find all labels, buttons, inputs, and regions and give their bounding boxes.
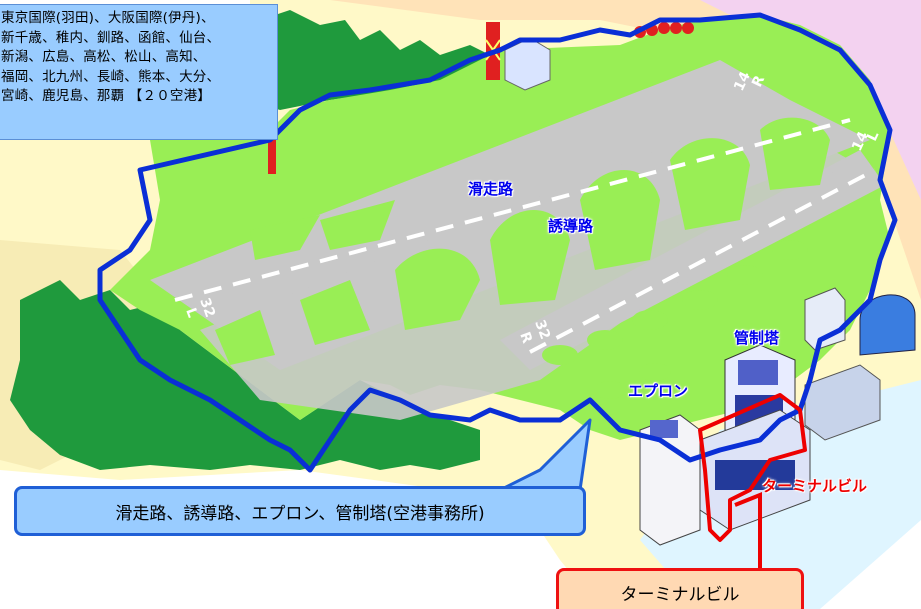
grass-island [580,170,660,270]
airfield-facilities-callout: 滑走路、誘導路、エプロン、管制塔(空港事務所) [14,486,586,536]
grass-island [300,280,370,345]
airfield-facilities-callout-text: 滑走路、誘導路、エプロン、管制塔(空港事務所) [115,503,485,524]
building-right [804,364,881,441]
forest-top [250,10,500,110]
apron-label: エプロン [628,382,689,400]
grass-island [395,248,480,330]
airfield-boundary [97,12,898,473]
grass-island [215,310,275,365]
terminal-boundary [698,393,807,542]
airport-list-line: 新潟、広島、高松、松山、高知、 [1,49,207,65]
grass-island [320,200,395,250]
grass-island [490,210,570,305]
rw32-left-number: 32 [196,296,218,320]
airport-list-line: 福岡、北九州、長崎、熊本、大分、 [1,68,221,85]
taxiway-label: 誘導路 [548,217,594,235]
holding-pad [727,265,763,285]
holding-pad [632,310,668,330]
airport-list-line: 新千歳、稚内、釧路、函館、仙台、 [1,29,221,46]
grass-island [760,117,830,190]
control-tower-label: 管制塔 [734,329,780,347]
airport-list-box: 東京国際(羽田)、大阪国際(伊丹)、 新千歳、稚内、釧路、函館、仙台、 新潟、広… [0,4,278,140]
building-small [804,287,846,351]
terminal-building-label: ターミナルビル [762,477,868,495]
terminal-roof [650,420,678,438]
terrain-pink [700,0,921,200]
forest-bottom [10,280,480,470]
airport-list-line: 宮崎、鹿児島、那覇 【２０空港】 [1,88,211,104]
terminal-callout-text: ターミナルビル [620,585,740,605]
rw14-right-number: 14 [849,129,872,154]
holding-pad [772,240,808,260]
rw32-right-number: 32 [531,318,553,342]
holding-pad [639,363,671,381]
terminal-left [639,414,701,546]
grass-island [250,215,320,260]
holding-pad [542,345,578,365]
runway-centerline [529,168,876,354]
holding-pad [587,330,623,350]
holding-pad [682,290,718,310]
terminal-leader-line [734,492,762,570]
rw14-top-number: 14 [731,69,754,94]
holding-pad [594,381,626,399]
airport-list-line: 東京国際(羽田)、大阪国際(伊丹)、 [1,10,215,26]
runway-centerline [174,118,851,302]
mast-left [268,140,276,174]
runway-label: 滑走路 [468,180,514,198]
terminal-callout: ターミナルビル [556,568,804,609]
grass-island [670,138,750,230]
tower-cab [738,360,778,385]
